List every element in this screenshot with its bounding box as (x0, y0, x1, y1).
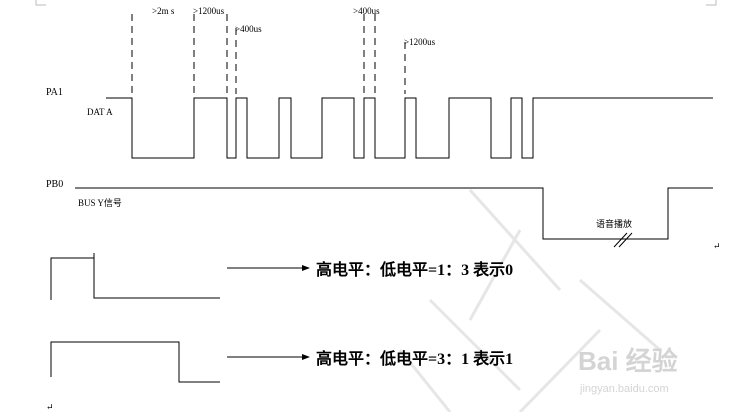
data-label: DAT A (87, 107, 113, 117)
arrow-one-head (302, 354, 310, 360)
corner-mark-right (706, 0, 717, 6)
timing-reference-lines (131, 14, 406, 94)
corner-mark-left (35, 0, 46, 6)
watermark-url: jingyan.baidu.com (579, 383, 669, 395)
return-mark-1: ↵ (713, 241, 721, 251)
annotation-1200us-a: >1200us (193, 6, 225, 16)
bit-one-waveform (50, 341, 220, 383)
arrow-zero-head (302, 265, 310, 271)
data-waveform (106, 97, 713, 159)
bit-zero-waveform (50, 257, 220, 300)
annotation-400us-a: >400us (235, 24, 262, 34)
bit-zero-description: 高电平：低电平=1：3 表示0 (316, 260, 513, 279)
time-break-mark (613, 232, 633, 248)
annotation-400us-b: >400us (353, 6, 380, 16)
annotation-1200us-b: >1200us (404, 37, 436, 47)
playback-label: 语音播放 (596, 218, 632, 229)
pb0-label: PB0 (46, 179, 63, 190)
return-mark-2: ↵ (46, 402, 54, 412)
busy-label: BUS Y信号 (78, 197, 122, 208)
annotation-2ms: >2m s (152, 6, 175, 16)
watermark-decoration (398, 188, 661, 412)
watermark-brand: Bai 经验 (578, 346, 678, 376)
busy-waveform (75, 187, 713, 240)
bit-one-description: 高电平：低电平=3：1 表示1 (316, 349, 513, 368)
pa1-label: PA1 (46, 87, 63, 98)
